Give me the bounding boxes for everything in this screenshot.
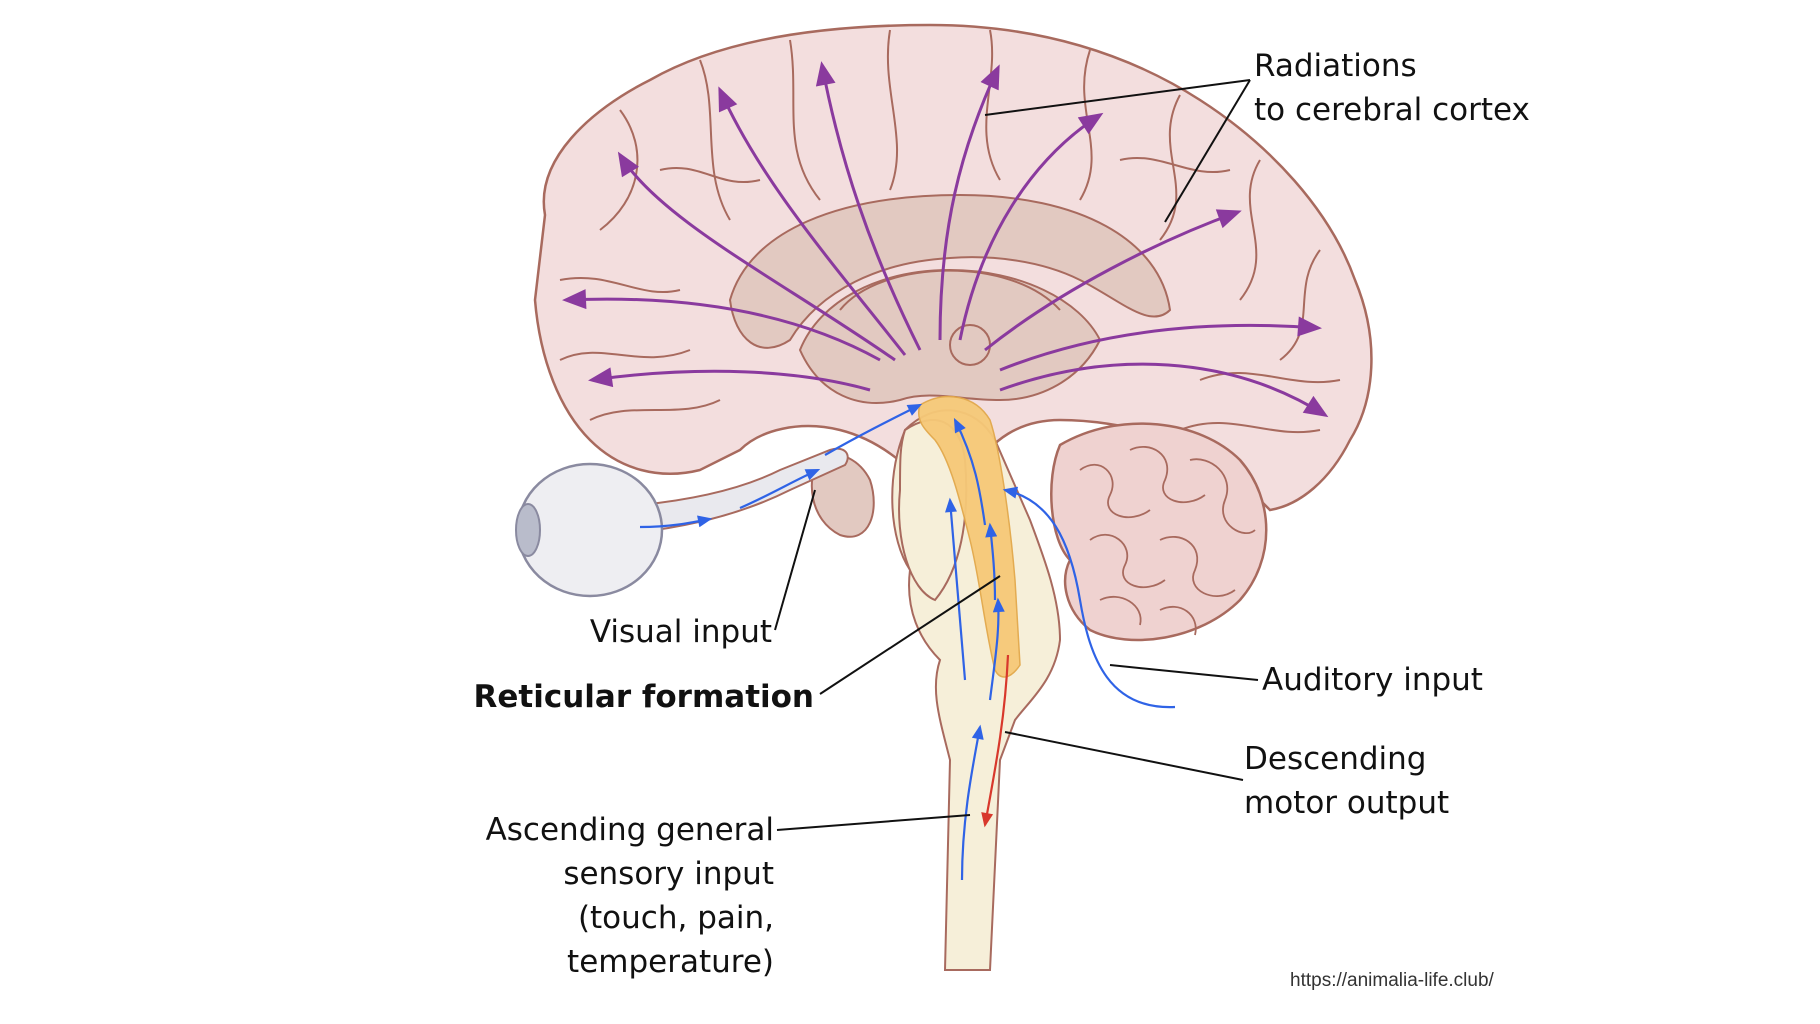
leader-lines	[774, 79, 1259, 831]
label-radiations-1: Radiations	[1254, 48, 1417, 84]
pineal-body	[949, 324, 991, 366]
pituitary	[810, 452, 875, 538]
label-visual-input: Visual input	[589, 614, 772, 650]
fornix	[839, 269, 1061, 311]
label-descending-1: Descending	[1244, 741, 1427, 777]
source-credit: https://animalia-life.club/	[1290, 970, 1494, 991]
label-radiations-2: to cerebral cortex	[1254, 92, 1530, 128]
cornea	[515, 503, 541, 557]
label-reticular-formation: Reticular formation	[473, 679, 814, 715]
descending-motor-arrow	[981, 654, 1010, 828]
label-descending-2: motor output	[1244, 785, 1450, 821]
ascending-sensory-arrows	[945, 417, 1005, 881]
label-ascending-3: (touch, pain,	[577, 900, 774, 936]
auditory-input-arrow	[1002, 486, 1176, 709]
label-ascending-2: sensory input	[563, 856, 774, 892]
corpus-callosum	[728, 193, 1172, 349]
visual-input-arrows	[639, 403, 923, 529]
radiation-arrows	[562, 61, 1329, 418]
cortex-folds	[559, 29, 1341, 434]
label-auditory-input: Auditory input	[1262, 662, 1483, 698]
cerebellum	[1050, 422, 1268, 642]
label-ascending-1: Ascending general	[485, 812, 774, 848]
label-ascending-4: temperature)	[567, 944, 774, 980]
cerebellum-folia	[1079, 445, 1256, 636]
